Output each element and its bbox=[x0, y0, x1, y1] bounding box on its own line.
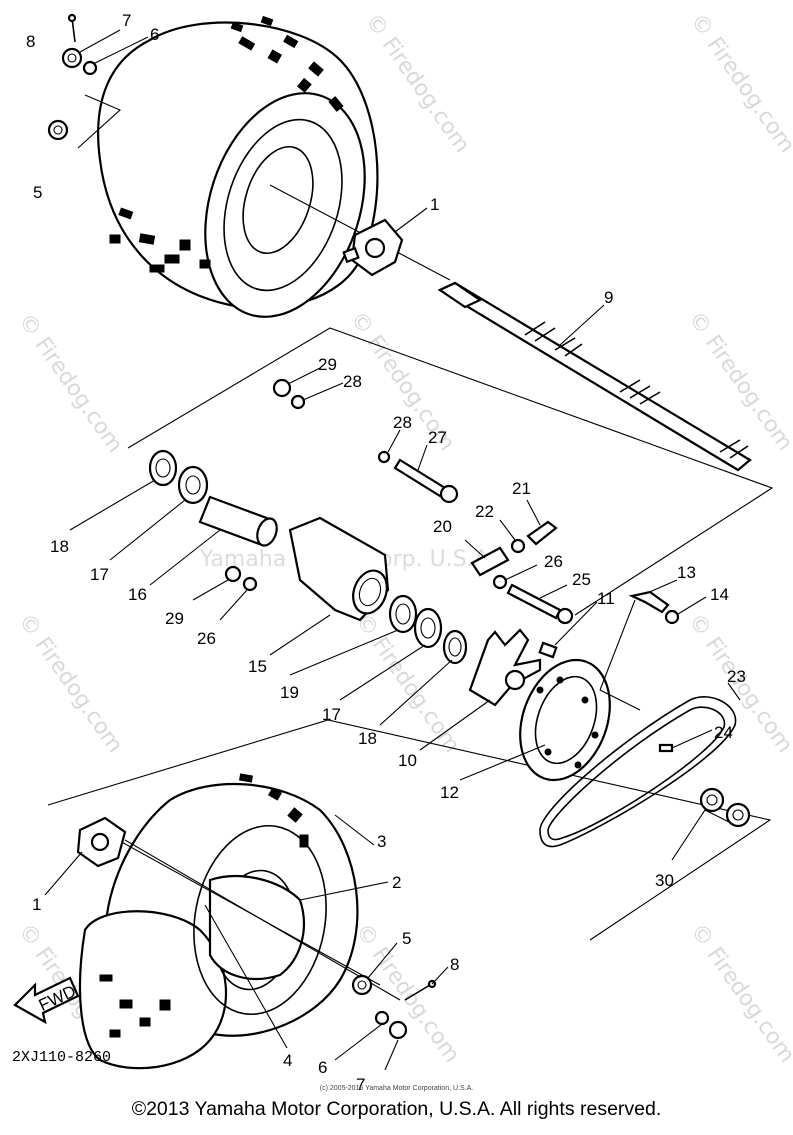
callout-14: 14 bbox=[710, 585, 729, 604]
callout-18-b: 18 bbox=[358, 729, 377, 748]
callout-4: 4 bbox=[283, 1051, 292, 1070]
callout-15: 15 bbox=[248, 657, 267, 676]
watermark-text: © Firedog.com bbox=[360, 9, 474, 157]
callout-1-top: 1 bbox=[430, 195, 439, 214]
callout-19: 19 bbox=[280, 683, 299, 702]
callout-29-a: 29 bbox=[318, 355, 337, 374]
callout-3: 3 bbox=[377, 832, 386, 851]
callouts: 1 5 6 7 8 9 29 28 28 27 18 17 16 29 26 1… bbox=[26, 11, 746, 1094]
leader-lines bbox=[44, 29, 741, 1071]
axle-housing-assembly bbox=[148, 378, 680, 782]
callout-2: 2 bbox=[392, 873, 401, 892]
drive-chain bbox=[539, 696, 751, 848]
callout-6-bottom: 6 bbox=[318, 1058, 327, 1077]
hub-fasteners-top bbox=[47, 13, 122, 149]
callout-26-a: 26 bbox=[197, 629, 216, 648]
callout-27: 27 bbox=[428, 428, 447, 447]
callout-23: 23 bbox=[727, 667, 746, 686]
callout-18-a: 18 bbox=[50, 537, 69, 556]
callout-28-a: 28 bbox=[343, 372, 362, 391]
rear-wheel-right bbox=[78, 773, 401, 1070]
callout-7-bottom: 7 bbox=[356, 1075, 365, 1094]
wheel-hub-top bbox=[342, 218, 404, 277]
callout-22: 22 bbox=[475, 502, 494, 521]
callout-9: 9 bbox=[604, 288, 613, 307]
callout-20: 20 bbox=[433, 517, 452, 536]
callout-1-bottom: 1 bbox=[32, 895, 41, 914]
copyright-notice: ©2013 Yamaha Motor Corporation, U.S.A. A… bbox=[131, 1098, 662, 1120]
callout-13: 13 bbox=[677, 563, 696, 582]
fwd-arrow-icon: FWD bbox=[13, 976, 80, 1025]
callout-17-b: 17 bbox=[322, 705, 341, 724]
callout-8-bottom: 8 bbox=[450, 955, 459, 974]
callout-17-a: 17 bbox=[90, 565, 109, 584]
callout-6-top: 6 bbox=[150, 25, 159, 44]
callout-8-top: 8 bbox=[26, 32, 35, 51]
watermark-text: © Firedog.com bbox=[13, 609, 127, 757]
callout-25: 25 bbox=[572, 570, 591, 589]
watermark-text: © Firedog.com bbox=[685, 9, 793, 157]
callout-10: 10 bbox=[398, 751, 417, 770]
callout-12: 12 bbox=[440, 783, 459, 802]
small-credit: (c) 2005-2015 Yamaha Motor Corporation, … bbox=[319, 1085, 474, 1092]
rear-axle bbox=[437, 281, 752, 472]
callout-21: 21 bbox=[512, 479, 531, 498]
rear-wheel-left bbox=[97, 15, 451, 318]
callout-5-top: 5 bbox=[33, 183, 42, 202]
watermark-text: © Firedog.com bbox=[13, 309, 127, 457]
callout-28-b: 28 bbox=[393, 413, 412, 432]
callout-7-top: 7 bbox=[122, 11, 131, 30]
callout-26-b: 26 bbox=[544, 552, 563, 571]
callout-16: 16 bbox=[128, 585, 147, 604]
callout-11: 11 bbox=[597, 589, 615, 608]
diagram-code: 2XJ110-8260 bbox=[12, 1049, 112, 1066]
callout-29-b: 29 bbox=[165, 609, 184, 628]
callout-24: 24 bbox=[714, 723, 733, 742]
wheel-hub-bottom bbox=[76, 816, 437, 1040]
callout-5-bottom: 5 bbox=[402, 929, 411, 948]
callout-30: 30 bbox=[655, 871, 674, 890]
watermark-text: © Firedog.com bbox=[685, 919, 793, 1067]
